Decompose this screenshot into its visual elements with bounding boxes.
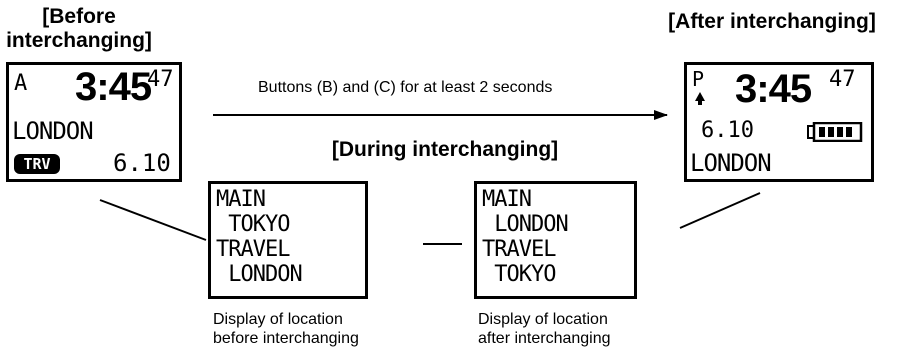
connector-after-display xyxy=(679,192,761,229)
caption-location-after: Display of location after interchanging xyxy=(478,311,611,347)
time-hours-minutes: 3:45 xyxy=(735,67,812,111)
location-line: TOKYO xyxy=(482,262,556,287)
location-line: TRAVEL xyxy=(216,237,290,262)
alarm-icon xyxy=(694,91,706,105)
city-name: LONDON xyxy=(12,117,94,145)
date: 6.10 xyxy=(701,118,754,143)
caption-location-before: Display of location before interchanging xyxy=(213,311,359,347)
location-line: TOKYO xyxy=(216,212,290,237)
location-display-after: MAIN LONDON TRAVEL TOKYO xyxy=(474,181,637,299)
location-line: LONDON xyxy=(216,262,302,287)
heading-after: [After interchanging] xyxy=(668,10,876,33)
display-after: P 3:45 47 6.10 LONDON xyxy=(684,62,874,182)
date: 6.10 xyxy=(113,149,171,177)
location-line: MAIN xyxy=(216,187,266,212)
location-display-before: MAIN TOKYO TRAVEL LONDON xyxy=(208,181,368,299)
time-seconds: 47 xyxy=(147,67,174,92)
location-line: TRAVEL xyxy=(482,237,556,262)
heading-before: [Before interchanging] xyxy=(6,5,152,52)
time-seconds: 47 xyxy=(829,67,856,92)
battery-icon xyxy=(807,121,863,143)
city-name: LONDON xyxy=(690,149,772,177)
arrow-label: Buttons (B) and (C) for at least 2 secon… xyxy=(258,79,553,96)
location-line: MAIN xyxy=(482,187,532,212)
heading-during: [During interchanging] xyxy=(331,138,559,161)
time-hours-minutes: 3:45 xyxy=(75,65,152,109)
connector-before-display xyxy=(99,199,207,241)
display-before: A 3:45 47 LONDON TRV 6.10 xyxy=(6,62,182,182)
status-badge: TRV xyxy=(14,154,60,174)
mode-letter: A xyxy=(14,71,28,96)
location-line: LONDON xyxy=(482,212,568,237)
mode-letter: P xyxy=(692,67,705,91)
